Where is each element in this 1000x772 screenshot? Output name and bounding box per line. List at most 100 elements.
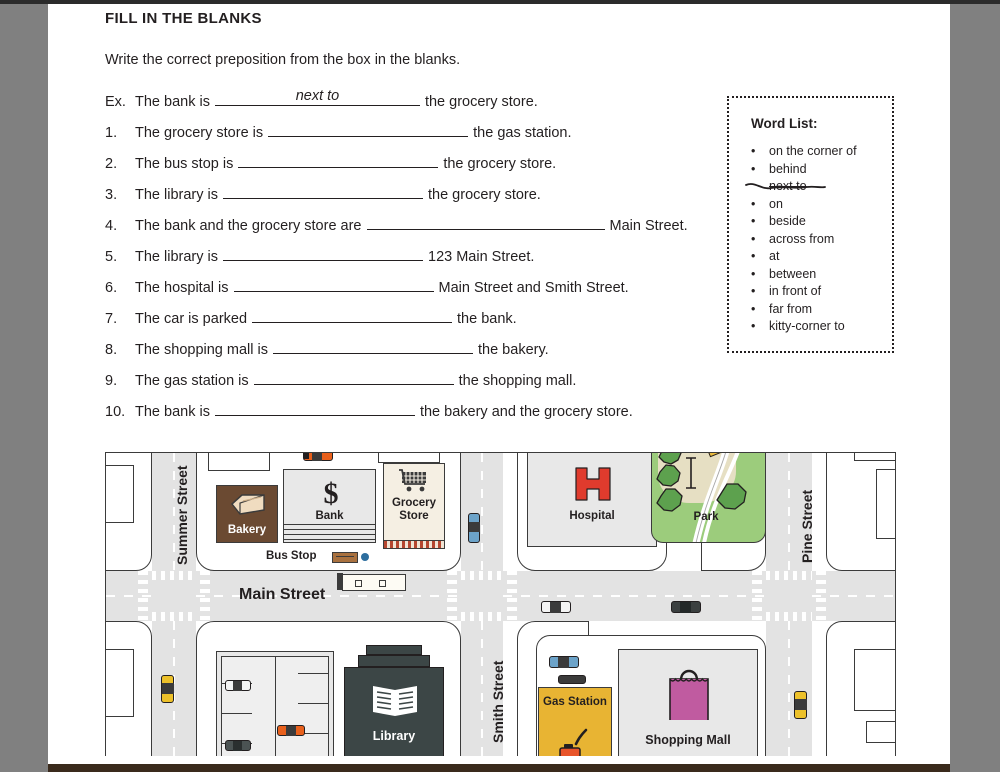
- shopping-cart-icon: [399, 469, 426, 492]
- park-path-icon: [692, 453, 740, 542]
- crosswalk-pine-east: [816, 571, 826, 621]
- answer-text: next to: [295, 88, 340, 104]
- label-shopping-mall: Shopping Mall: [645, 733, 731, 747]
- word-list-item[interactable]: •next to: [745, 178, 857, 196]
- question-text-after: the grocery store.: [424, 94, 538, 110]
- shopping-bag-icon: [669, 669, 709, 720]
- question-text-after: the gas station.: [473, 125, 572, 141]
- answer-blank[interactable]: next to: [214, 88, 420, 106]
- crosswalk-smith-west: [447, 571, 457, 621]
- car-blue-smith: [468, 513, 480, 543]
- bullet-icon: •: [751, 196, 756, 211]
- word-list-label: far from: [769, 301, 813, 316]
- answer-blank[interactable]: [223, 185, 423, 199]
- label-bakery: Bakery: [227, 524, 267, 536]
- bus-stop-sign-icon: [361, 553, 369, 561]
- car-orange-parked: [277, 725, 305, 736]
- building-shopping-mall: Shopping Mall: [618, 649, 758, 756]
- answer-blank[interactable]: [252, 309, 453, 323]
- car-orange-top: [303, 453, 333, 461]
- car-dark-main: [671, 601, 701, 613]
- word-list-item[interactable]: • on: [747, 196, 857, 214]
- worksheet-page: FILL IN THE BLANKS Write the correct pre…: [48, 4, 950, 764]
- word-list-label: on: [769, 196, 783, 211]
- question-text-before: The gas station is: [135, 373, 249, 389]
- question-number: 4.: [105, 218, 118, 234]
- word-list-item[interactable]: •far from: [747, 301, 857, 319]
- building-ne-2: [876, 469, 895, 539]
- building-bakery: Bakery: [216, 485, 278, 543]
- word-list-item[interactable]: •beside: [747, 213, 857, 231]
- label-hospital: Hospital: [569, 510, 615, 522]
- car-dark-gas: [558, 675, 586, 684]
- crosswalk-summer-west: [138, 571, 148, 621]
- question-text-after: the bank.: [457, 311, 517, 327]
- car-dark-parked: [225, 740, 251, 751]
- lane-divider-main-far-east: [812, 595, 895, 597]
- question-text-after: Main Street and Smith Street.: [438, 280, 629, 296]
- tree-icon-3: [656, 488, 683, 512]
- question-text-before: The bank and the grocery store are: [135, 218, 362, 234]
- word-list-item[interactable]: •behind: [747, 161, 857, 179]
- word-list-label: on the corner of: [769, 144, 857, 158]
- hospital-h-icon: [575, 467, 611, 501]
- crosswalk-pine-south: [766, 612, 812, 621]
- grocery-awning: [383, 540, 445, 549]
- bullet-icon: •: [751, 319, 756, 333]
- question-text-before: The bus stop is: [135, 156, 234, 172]
- word-list-items: •on the corner of•behind•next to•on•besi…: [745, 143, 857, 336]
- lane-divider-pine: [788, 453, 790, 571]
- question-text-after: Main Street.: [609, 218, 688, 234]
- word-list-item[interactable]: •at: [747, 248, 857, 266]
- word-list-item[interactable]: •between: [747, 266, 857, 284]
- car-yellow-summer: [161, 675, 174, 703]
- crosswalk-summer-south: [152, 612, 196, 621]
- answer-blank[interactable]: [233, 278, 434, 292]
- car-blue-gas: [549, 656, 579, 668]
- question-text-before: The bank is: [135, 94, 210, 110]
- answer-blank[interactable]: [214, 402, 415, 416]
- question-text-after: the bakery.: [478, 342, 549, 358]
- word-list-item[interactable]: •kitty-corner to: [747, 318, 857, 336]
- lane-divider-smith-lower: [481, 621, 483, 756]
- answer-blank[interactable]: [253, 371, 454, 385]
- building-hospital: Hospital: [527, 453, 657, 547]
- answer-blank[interactable]: [268, 123, 469, 137]
- word-list-item[interactable]: •in front of: [747, 283, 857, 301]
- street-label-pine: Pine Street: [799, 489, 815, 563]
- street-label-summer: Summer Street: [174, 465, 190, 565]
- crosswalk-pine-north: [766, 571, 812, 580]
- bus-stop-bench-icon: [332, 552, 358, 563]
- question-number: 2.: [105, 156, 118, 172]
- label-library: Library: [372, 729, 416, 743]
- answer-blank[interactable]: [238, 154, 439, 168]
- bullet-icon: •: [751, 266, 756, 281]
- word-list-label: next to: [769, 179, 807, 193]
- parking-lot: [216, 651, 334, 756]
- crosswalk-pine-west: [752, 571, 762, 621]
- question-text-before: The grocery store is: [135, 125, 264, 141]
- answer-blank[interactable]: [366, 216, 605, 230]
- word-list-item[interactable]: •on the corner of: [747, 143, 857, 161]
- answer-blank[interactable]: [223, 247, 423, 261]
- park-signpost-icon: [686, 457, 696, 489]
- question-text-before: The library is: [135, 249, 218, 265]
- question-number: 5.: [105, 249, 118, 265]
- building-sw-1: [106, 649, 134, 717]
- word-list-label: in front of: [769, 284, 822, 298]
- crosswalk-smith-north: [461, 571, 503, 580]
- answer-blank[interactable]: [273, 340, 473, 354]
- bullet-icon: •: [751, 231, 756, 246]
- crosswalk-summer-north: [152, 571, 196, 580]
- word-list-item[interactable]: •across from: [747, 231, 857, 249]
